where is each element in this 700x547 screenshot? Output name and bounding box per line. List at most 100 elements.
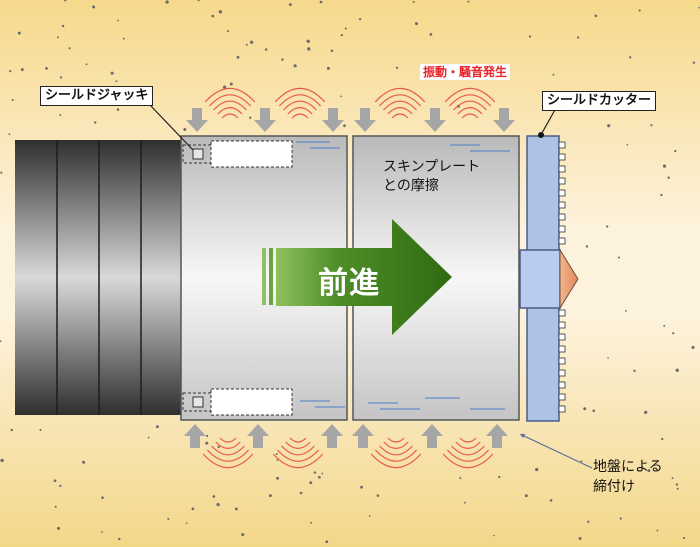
soil-particle [368,515,371,517]
soil-particle [663,324,666,327]
shield-cutter [519,132,579,422]
vibration-waves [202,87,496,469]
soil-particle [229,82,233,86]
pressure-arrow-up [321,424,343,448]
soil-particle [578,537,582,540]
vibration-wave [283,100,317,111]
soil-particle [101,531,103,533]
soil-particle [344,27,347,30]
soil-particle [205,441,209,445]
soil-particle [299,491,303,495]
soil-particle [524,494,528,498]
soil-particle [63,0,67,2]
soil-particle [429,33,433,36]
ground-pressure-arrows [184,108,515,448]
soil-particle [629,56,632,59]
cutter-tooth [558,225,566,233]
vibration-wave [453,100,487,111]
vibration-wave [219,437,237,443]
soil-particle [116,108,120,111]
soil-particle [625,310,627,312]
soil-particle [281,58,284,61]
soil-particle [528,35,532,38]
soil-particle [376,494,380,497]
pressure-arrow-up [352,424,374,448]
soil-particle [691,345,695,349]
vibration-wave [276,449,320,462]
soil-particle [493,534,495,537]
soil-particle [580,460,583,463]
shield-jack-bottom [182,388,293,416]
soil-particle [698,6,700,9]
vibration-wave [387,437,405,443]
vibration-wave [204,87,256,103]
cutter-leader-line [541,107,557,134]
soil-particle [20,68,24,72]
soil-particle [414,22,419,26]
soil-particle [216,502,220,507]
soil-particle [549,499,553,502]
soil-particle [661,437,664,441]
soil-particle [644,410,648,415]
soil-particle [276,459,279,461]
vibration-wave [461,113,479,119]
soil-particle [340,95,342,98]
soil-particle [358,18,362,21]
soil-particle [293,64,297,68]
soil-particle [197,0,200,2]
soil-particle [275,453,278,456]
pressure-arrow-down [254,108,276,132]
pressure-arrow-down [186,108,208,132]
soil-particle [56,526,61,530]
soil-particle [183,128,187,131]
soil-particle [330,49,334,52]
soil-particle [576,36,580,39]
vibration-wave [391,113,409,119]
soil-particle [191,507,195,511]
soil-particle [617,256,620,259]
soil-particle [226,30,230,33]
shield-jack-label: シールドジャッキ [40,86,154,106]
vibration-wave [451,445,485,456]
soil-particle [45,67,48,70]
soil-particle [165,0,169,4]
soil-particle [675,368,679,372]
soil-particle [675,483,679,486]
advance-label: 前進 [318,266,380,301]
soil-particle [313,471,317,474]
soil-particle [234,507,238,511]
vibration-wave [374,87,426,103]
cutter-tooth [558,405,566,413]
pressure-arrow-down [424,108,446,132]
vibration-wave [442,453,494,469]
soil-particle [321,472,324,475]
shield-cutter-label: シールドカッター [542,91,657,111]
soil-particle [459,477,462,480]
cutter-tooth [558,369,566,377]
cutter-tooth [558,153,566,161]
soil-particle [115,80,118,83]
soil-particle [467,0,470,3]
soil-particle [310,521,312,524]
soil-particle [318,475,321,479]
soil-particle [0,458,4,463]
soil-particle [236,55,240,59]
pressure-arrow-down [322,108,344,132]
soil-particle [10,428,13,432]
vibration-wave [211,445,245,456]
skin-plate-friction-label-line1: スキンプレート [383,159,481,175]
vibration-wave [457,107,483,115]
vibration-wave [278,94,322,107]
soil-particle [249,116,252,119]
soil-particle [59,114,62,117]
vibration-wave [285,441,311,449]
soil-particle [583,407,587,411]
cutter-tooth [558,393,566,401]
soil-particle [61,24,65,28]
soil-particle [93,121,97,124]
vibration-wave [213,100,247,111]
cutter-tooth [558,237,566,245]
pressure-arrow-up [421,424,443,448]
soil-particle [57,36,59,39]
